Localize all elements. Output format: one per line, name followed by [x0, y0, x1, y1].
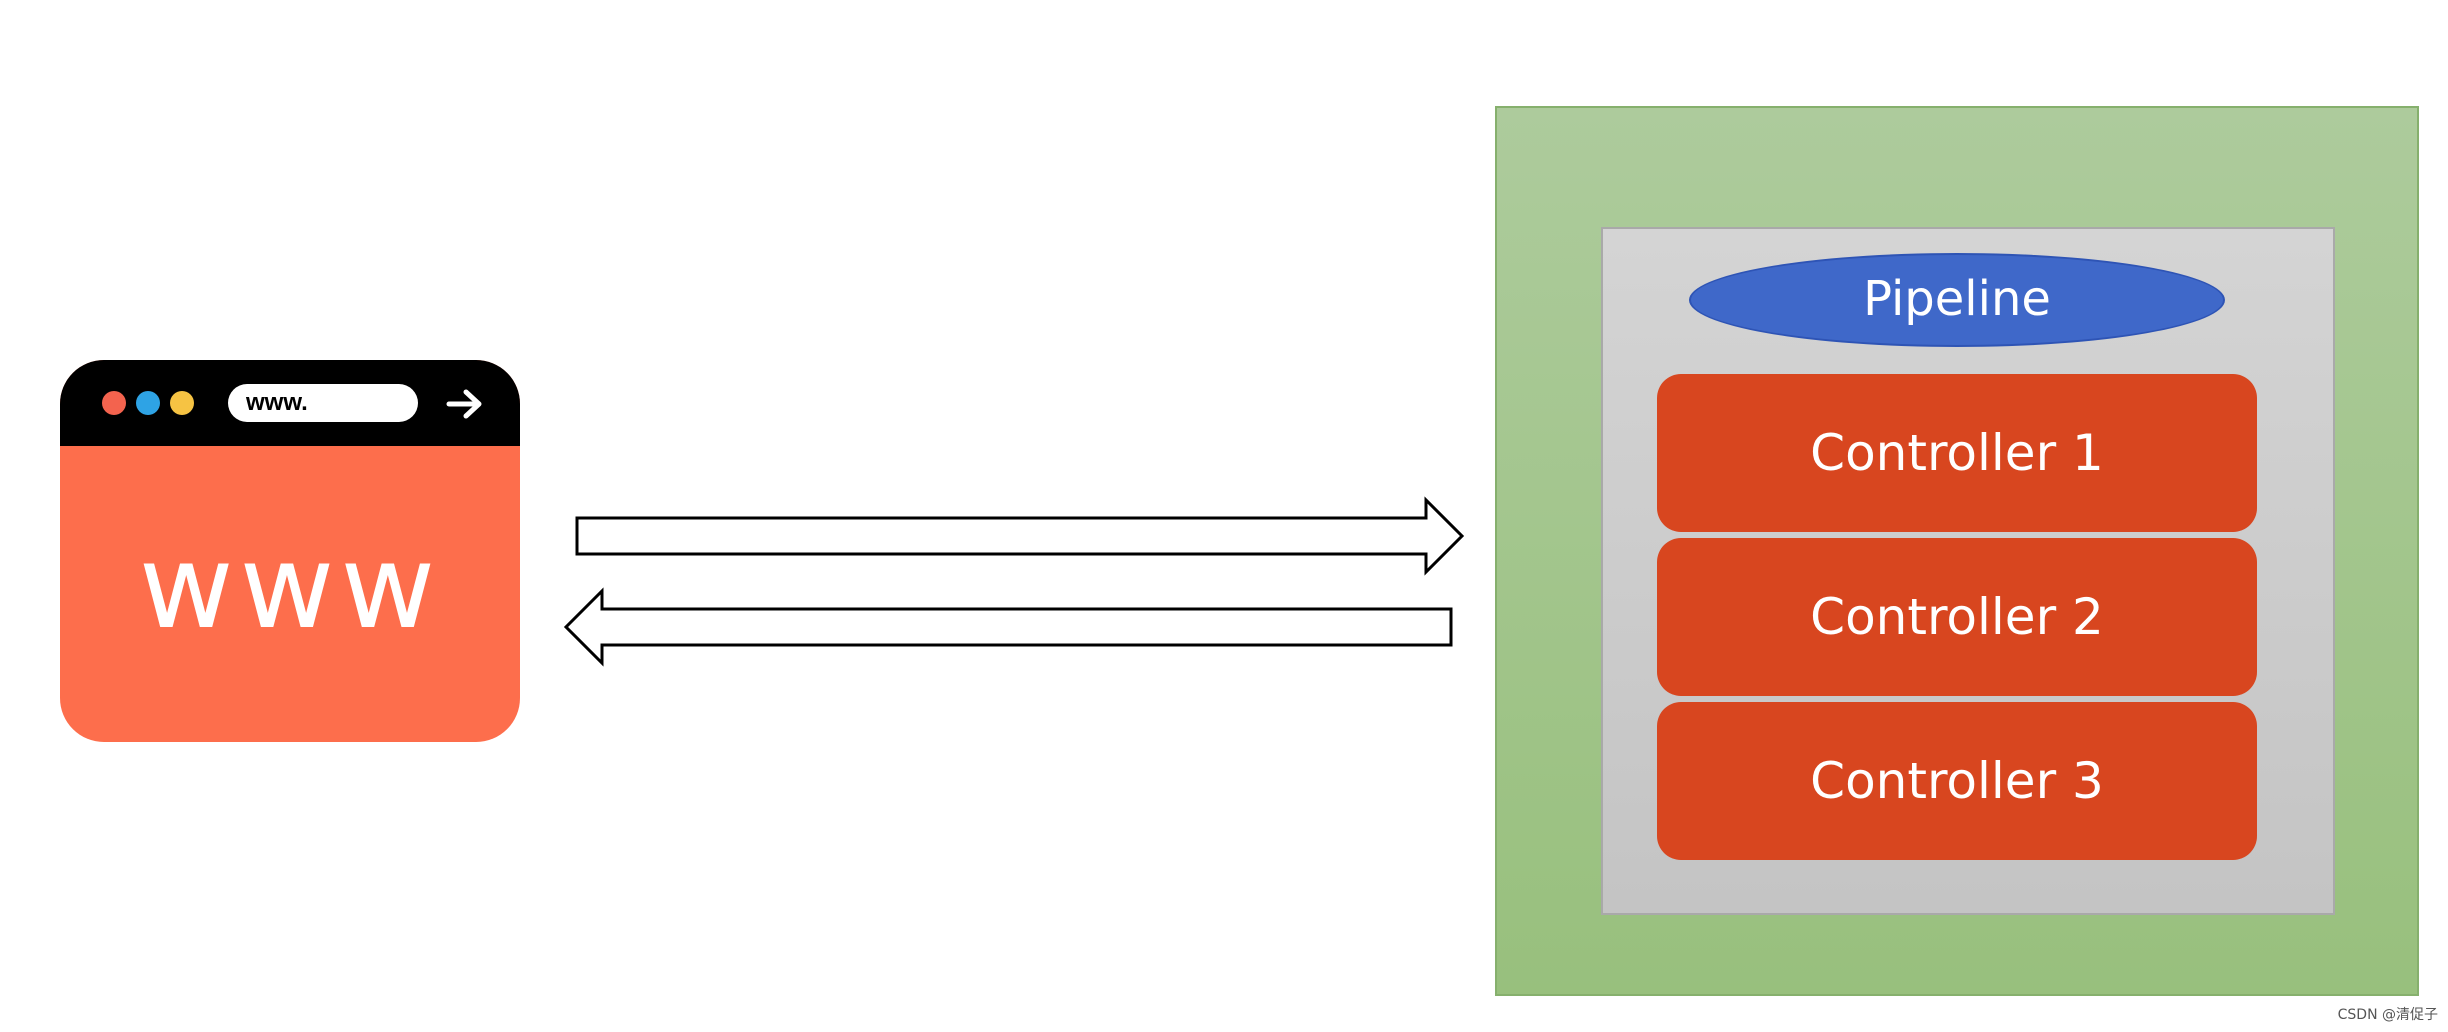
- red-dot-icon: [102, 391, 126, 415]
- browser-window-icon: www. www: [60, 360, 520, 742]
- yellow-dot-icon: [170, 391, 194, 415]
- blue-dot-icon: [136, 391, 160, 415]
- address-bar: www.: [228, 384, 418, 422]
- address-bar-text: www.: [246, 389, 308, 416]
- controller-2-box: Controller 2: [1657, 538, 2257, 696]
- watermark: CSDN @清促子: [2337, 1007, 2438, 1023]
- browser-www-label: www: [138, 520, 442, 655]
- response-arrow: [563, 587, 1453, 667]
- controller-3-box: Controller 3: [1657, 702, 2257, 860]
- browser-title-bar: www.: [60, 360, 520, 446]
- controller-1-box: Controller 1: [1657, 374, 2257, 532]
- arrow-right-icon: [446, 389, 482, 419]
- pipeline-ellipse: Pipeline: [1689, 253, 2225, 347]
- request-arrow: [575, 496, 1465, 576]
